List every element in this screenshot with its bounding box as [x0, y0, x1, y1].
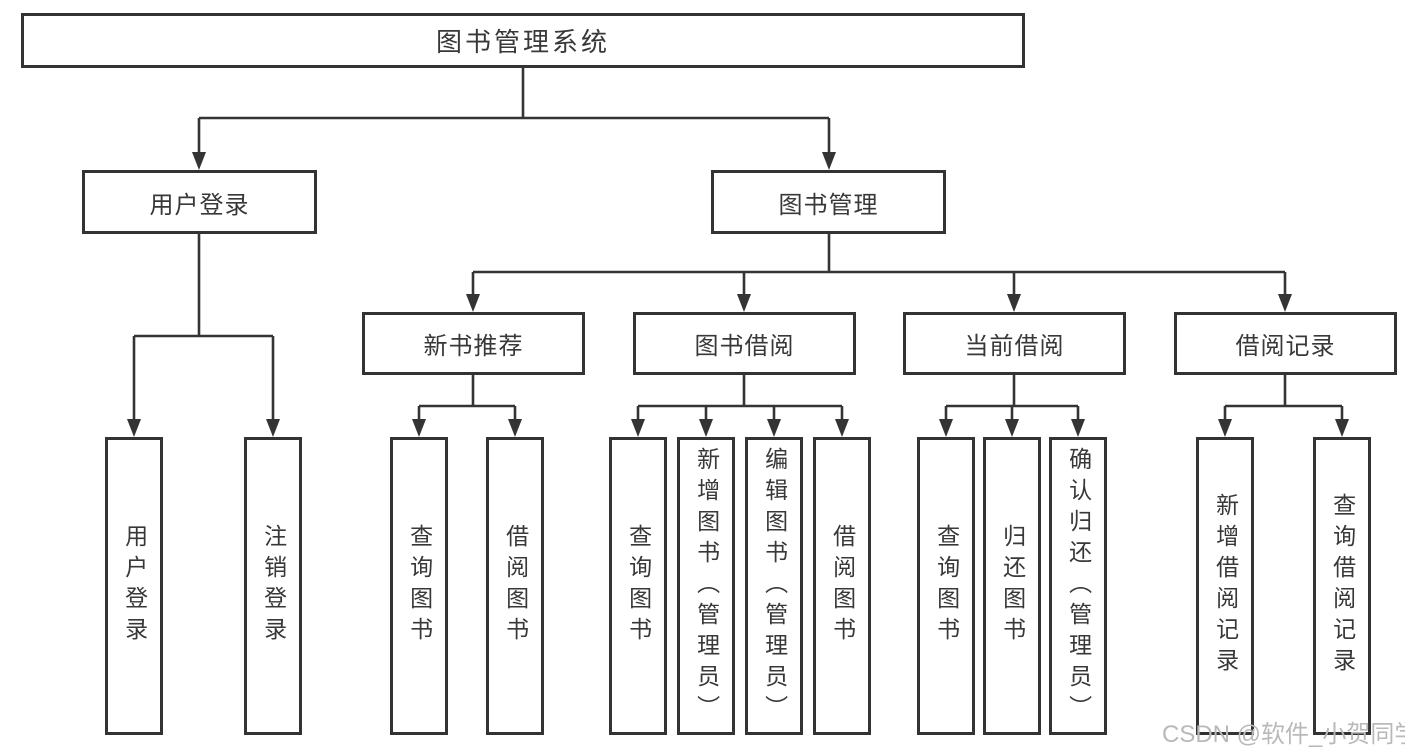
- node-user-login-label: 用户登录: [149, 191, 250, 219]
- node-user-login: 用户登录: [82, 170, 317, 234]
- edge-new-book-recommend-children: [412, 375, 522, 437]
- node-new-book-recommend: 新书推荐: [362, 312, 585, 375]
- node-current-borrowing: 当前借阅: [903, 312, 1126, 375]
- leaf-logout: 注销登录: [244, 437, 302, 735]
- leaf-query-books-recommend: 查询图书: [390, 437, 448, 735]
- edge-current-borrowing-children: [939, 375, 1085, 437]
- edge-book-management-children: [466, 234, 1292, 312]
- leaf-add-book-admin: 新增图书（管理员）: [677, 437, 735, 735]
- node-root-system: 图书管理系统: [21, 13, 1025, 68]
- node-borrowing-records-label: 借阅记录: [1235, 333, 1336, 360]
- leaf-confirm-return-admin: 确认归还（管理员）: [1049, 437, 1107, 735]
- node-root-label: 图书管理系统: [435, 27, 610, 57]
- node-book-borrowing-label: 图书借阅: [694, 333, 795, 360]
- leaf-return-book: 归还图书: [983, 437, 1041, 735]
- leaf-borrow-books-recommend-label: 借阅图书: [502, 524, 529, 648]
- leaf-borrow-books-borrowing: 借阅图书: [813, 437, 871, 735]
- node-book-management: 图书管理: [711, 170, 946, 234]
- node-new-book-recommend-label: 新书推荐: [423, 333, 524, 360]
- leaf-query-books-current: 查询图书: [917, 437, 975, 735]
- leaf-borrow-books-borrowing-label: 借阅图书: [829, 524, 856, 648]
- node-borrowing-records: 借阅记录: [1174, 312, 1397, 375]
- leaf-confirm-return-admin-label: 确认归还（管理员）: [1065, 446, 1092, 726]
- leaf-query-books-current-label: 查询图书: [933, 524, 960, 648]
- leaf-user-login-label: 用户登录: [121, 524, 148, 648]
- edge-root-to-level2: [192, 68, 836, 170]
- leaf-logout-label: 注销登录: [260, 524, 287, 648]
- node-current-borrowing-label: 当前借阅: [964, 333, 1065, 360]
- leaf-query-books-recommend-label: 查询图书: [406, 524, 433, 648]
- leaf-add-book-admin-label: 新增图书（管理员）: [693, 446, 720, 726]
- leaf-user-login: 用户登录: [105, 437, 163, 735]
- leaf-add-borrow-record-label: 新增借阅记录: [1212, 493, 1239, 679]
- edge-user-login-children: [127, 234, 280, 437]
- edge-book-borrowing-children: [631, 375, 849, 437]
- leaf-query-books-borrowing: 查询图书: [609, 437, 667, 735]
- leaf-query-books-borrowing-label: 查询图书: [625, 524, 652, 648]
- leaf-query-borrow-record-label: 查询借阅记录: [1329, 493, 1356, 679]
- leaf-edit-book-admin: 编辑图书（管理员）: [745, 437, 803, 735]
- edge-borrowing-records-children: [1218, 375, 1349, 437]
- leaf-add-borrow-record: 新增借阅记录: [1196, 437, 1254, 735]
- csdn-watermark: CSDN @软件_小贺同学: [1162, 721, 1405, 747]
- leaf-borrow-books-recommend: 借阅图书: [486, 437, 544, 735]
- leaf-query-borrow-record: 查询借阅记录: [1313, 437, 1371, 735]
- node-book-management-label: 图书管理: [778, 191, 879, 219]
- node-book-borrowing: 图书借阅: [633, 312, 856, 375]
- leaf-return-book-label: 归还图书: [999, 524, 1026, 648]
- leaf-edit-book-admin-label: 编辑图书（管理员）: [761, 446, 788, 726]
